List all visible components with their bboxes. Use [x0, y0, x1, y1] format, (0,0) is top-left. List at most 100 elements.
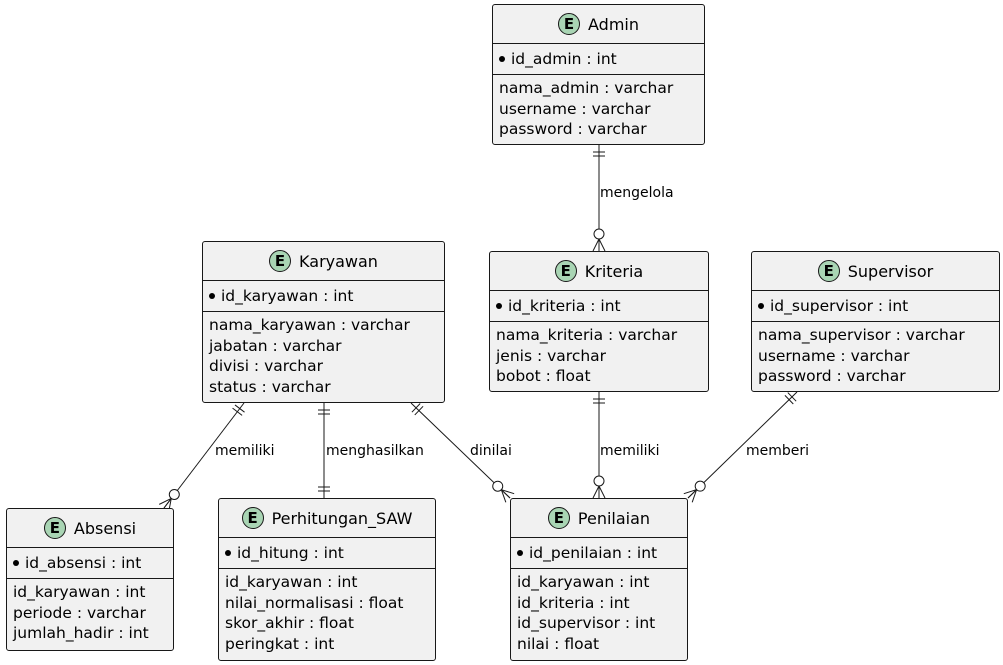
entity-header: E Admin — [493, 5, 704, 44]
attribute: id_karyawan : int — [517, 573, 650, 591]
cardinality-one-mark — [787, 392, 797, 402]
entity-title: Absensi — [73, 518, 137, 538]
cardinality-one-mark — [234, 404, 245, 413]
attribute-list: id_karyawan : int periode : varchar juml… — [7, 579, 173, 648]
entity-icon: E — [554, 260, 577, 282]
entity-title: Penilaian — [577, 508, 651, 528]
key-bullet-icon — [758, 303, 764, 309]
cardinality-zero-circle — [593, 475, 605, 487]
entity-karyawan[interactable]: E Karyawan id_karyawan : int nama_karyaw… — [202, 241, 445, 403]
entity-icon: E — [269, 250, 292, 272]
crowfoot-mark — [691, 489, 698, 503]
entity-kriteria[interactable]: E Kriteria id_kriteria : int nama_kriter… — [489, 251, 709, 392]
primary-key: id_karyawan : int — [203, 281, 444, 312]
crowfoot-mark — [500, 489, 511, 499]
attribute-list: nama_admin : varchar username : varchar … — [493, 75, 704, 144]
cardinality-zero-circle — [593, 228, 605, 240]
cardinality-zero-circle — [168, 488, 180, 500]
entity-header: E Karyawan — [203, 242, 444, 281]
attribute: jenis : varchar — [496, 346, 607, 365]
entity-supervisor[interactable]: E Supervisor id_supervisor : int nama_su… — [751, 251, 1000, 392]
crowfoot-mark — [683, 489, 697, 495]
entity-header: E Supervisor — [752, 252, 999, 291]
cardinality-one-mark — [232, 407, 243, 416]
primary-key: id_penilaian : int — [511, 538, 687, 569]
crowfoot-mark — [159, 498, 172, 505]
attribute: nilai_normalisasi : float — [225, 593, 404, 612]
cardinality-zero-circle — [694, 480, 706, 492]
primary-key: id_kriteria : int — [490, 291, 708, 322]
crowfoot-mark — [592, 485, 600, 499]
attribute: skor_akhir : float — [225, 614, 354, 632]
cardinality-one-mark — [784, 395, 794, 405]
entity-header: E Kriteria — [490, 252, 708, 291]
crowfoot-mark — [598, 238, 606, 252]
pk-text: id_hitung : int — [237, 544, 344, 562]
attribute: periode : varchar — [13, 603, 146, 622]
attribute: nama_kriteria : varchar — [496, 326, 678, 344]
cardinality-one-mark — [414, 405, 424, 416]
entity-header: E Penilaian — [511, 499, 687, 538]
entity-perhitungan-saw[interactable]: E Perhitungan_SAW id_hitung : int id_kar… — [218, 498, 436, 661]
attribute: divisi : varchar — [209, 357, 324, 375]
attribute-list: id_karyawan : int id_kriteria : int id_s… — [511, 569, 687, 658]
attribute: peringkat : int — [225, 634, 335, 653]
attribute: nama_karyawan : varchar — [209, 316, 410, 334]
entity-title: Supervisor — [847, 261, 934, 281]
attribute-list: id_karyawan : int nilai_normalisasi : fl… — [219, 569, 435, 658]
entity-admin[interactable]: E Admin id_admin : int nama_admin : varc… — [492, 4, 705, 145]
attribute: nama_supervisor : varchar — [758, 326, 965, 344]
entity-title: Karyawan — [299, 251, 378, 271]
entity-title: Kriteria — [584, 261, 644, 281]
attribute-list: nama_supervisor : varchar username : var… — [752, 322, 999, 391]
attribute: id_karyawan : int — [13, 583, 146, 601]
entity-icon: E — [558, 13, 580, 35]
attribute: jumlah_hadir : int — [13, 624, 149, 642]
entity-icon: E — [241, 507, 264, 529]
primary-key: id_supervisor : int — [752, 291, 999, 322]
crowfoot-mark — [163, 498, 172, 509]
relationship-label-dinilai: dinilai — [470, 443, 512, 459]
relationship-label-mengelola: mengelola — [600, 185, 674, 201]
entity-title: Perhitungan_SAW — [271, 508, 413, 528]
key-bullet-icon — [225, 550, 231, 556]
attribute-list: nama_karyawan : varchar jabatan : varcha… — [203, 312, 444, 401]
entity-header: E Absensi — [7, 509, 173, 548]
attribute: nilai : float — [517, 634, 600, 653]
entity-absensi[interactable]: E Absensi id_absensi : int id_karyawan :… — [6, 508, 174, 651]
entity-icon: E — [43, 517, 66, 539]
key-bullet-icon — [499, 56, 505, 62]
pk-text: id_admin : int — [511, 50, 617, 68]
attribute: password : varchar — [499, 120, 647, 138]
crowfoot-mark — [501, 489, 515, 495]
relationship-label-memiliki-kriteria: memiliki — [600, 443, 660, 459]
pk-text: id_kriteria : int — [508, 297, 621, 315]
attribute: id_kriteria : int — [517, 593, 630, 612]
entity-header: E Perhitungan_SAW — [219, 499, 435, 538]
attribute: bobot : float — [496, 367, 591, 385]
attribute: id_karyawan : int — [225, 573, 358, 591]
primary-key: id_hitung : int — [219, 538, 435, 569]
attribute: username : varchar — [499, 99, 651, 118]
attribute: nama_admin : varchar — [499, 79, 674, 97]
connector-karyawan-penilaian — [410, 402, 511, 499]
cardinality-one-mark — [411, 403, 421, 413]
key-bullet-icon — [496, 303, 502, 309]
attribute: id_supervisor : int — [517, 614, 656, 632]
entity-title: Admin — [588, 14, 639, 34]
connector-supervisor-penilaian — [687, 391, 798, 499]
entity-icon: E — [817, 260, 840, 282]
attribute: jabatan : varchar — [209, 336, 342, 355]
entity-penilaian[interactable]: E Penilaian id_penilaian : int id_karyaw… — [510, 498, 688, 661]
cardinality-zero-circle — [492, 480, 504, 492]
crowfoot-mark — [592, 238, 600, 252]
pk-text: id_absensi : int — [25, 554, 142, 572]
key-bullet-icon — [209, 293, 215, 299]
pk-text: id_penilaian : int — [529, 544, 658, 562]
pk-text: id_karyawan : int — [221, 287, 354, 305]
relationship-label-menghasilkan: menghasilkan — [326, 443, 424, 459]
relationship-label-memiliki-absensi: memiliki — [215, 443, 275, 459]
crowfoot-mark — [598, 485, 606, 499]
attribute-list: nama_kriteria : varchar jenis : varchar … — [490, 322, 708, 391]
